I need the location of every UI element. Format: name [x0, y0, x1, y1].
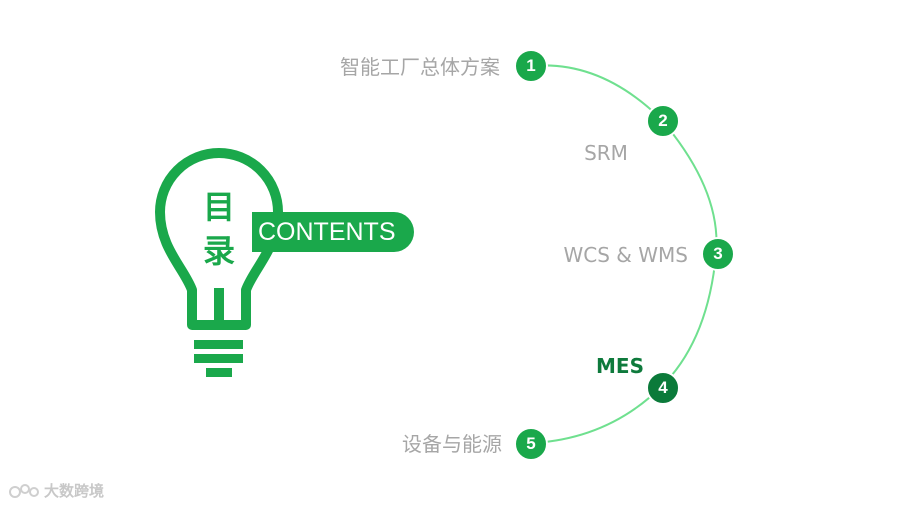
toc-item-label-2: SRM [584, 141, 628, 165]
toc-title-char-1: 目 [202, 188, 235, 226]
watermark: 大数跨境 [8, 480, 104, 502]
toc-item-5-button[interactable]: 5 [514, 427, 548, 461]
toc-item-label-5: 设备与能源 [402, 432, 502, 456]
toc-item-label-1: 智能工厂总体方案 [340, 55, 500, 79]
watermark-logo-icon [9, 484, 39, 498]
contents-label: CONTENTS [258, 218, 396, 246]
toc-title-char-2: 录 [202, 232, 235, 270]
toc-item-1-button[interactable]: 1 [514, 49, 548, 83]
toc-item-4-button[interactable]: 4 [646, 371, 680, 405]
toc-item-label-3: WCS & WMS [563, 243, 688, 267]
watermark-text: 大数跨境 [44, 482, 105, 500]
toc-item-3-button[interactable]: 3 [701, 237, 735, 271]
toc-item-2-button[interactable]: 2 [646, 104, 680, 138]
contents-banner [252, 212, 414, 252]
toc-item-label-4: MES [596, 354, 644, 378]
